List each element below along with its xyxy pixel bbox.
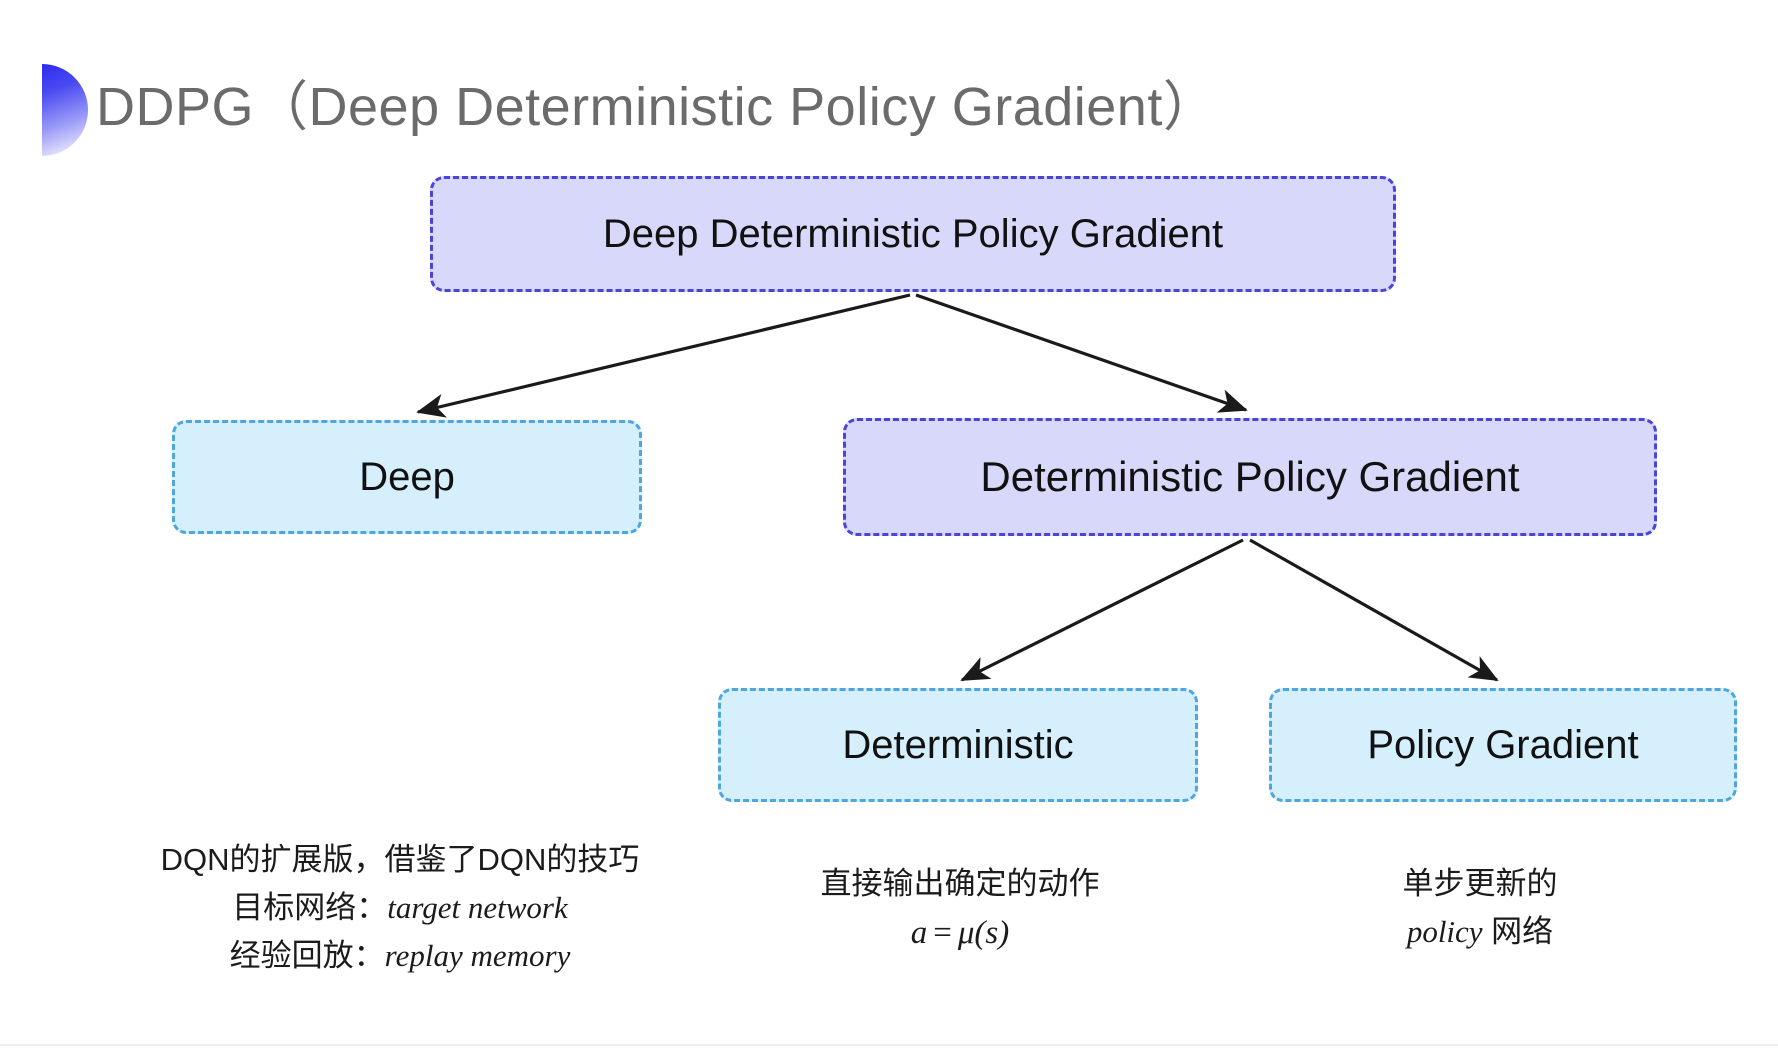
edge-dpg-to-policy-gradient — [1249, 538, 1499, 682]
annotation-deep-line3: 经验回放：replay memory — [100, 932, 700, 980]
equation-rhs: μ(s) — [957, 915, 1010, 952]
annotation-policy-gradient-term: policy — [1406, 914, 1483, 950]
annotation-deterministic: 直接输出确定的动作 a=μ(s) — [730, 860, 1190, 959]
gradient-semicircle-bullet-icon — [42, 64, 88, 156]
tree-node-policy-gradient[interactable]: Policy Gradient — [1269, 688, 1737, 802]
annotation-deterministic-line1: 直接输出确定的动作 — [820, 866, 1100, 901]
slide-bottom-divider — [0, 1044, 1778, 1056]
annotation-deep-line1: DQN的扩展版，借鉴了DQN的技巧 — [160, 842, 640, 877]
annotation-deep-line2-term: target network — [387, 890, 568, 926]
annotation-deep-line2: 目标网络：target network — [100, 884, 700, 932]
equation-lhs: a — [910, 915, 928, 952]
annotation-policy-gradient-suffix: 网络 — [1482, 914, 1554, 950]
edge-root-to-deep — [416, 293, 911, 418]
tree-node-deterministic-policy-gradient[interactable]: Deterministic Policy Gradient — [843, 418, 1657, 536]
tree-node-deep[interactable]: Deep — [172, 420, 642, 534]
annotation-policy-gradient-line2: policy 网络 — [1290, 908, 1670, 956]
tree-node-root[interactable]: Deep Deterministic Policy Gradient — [430, 176, 1396, 292]
edge-root-to-dpg — [915, 293, 1248, 413]
annotation-deep-line3-label: 经验回放： — [229, 938, 385, 974]
tree-node-deterministic[interactable]: Deterministic — [718, 688, 1198, 802]
annotation-deep-line3-term: replay memory — [384, 938, 571, 974]
annotation-policy-gradient: 单步更新的 policy 网络 — [1290, 860, 1670, 956]
equation-operator: = — [933, 915, 952, 952]
annotation-deterministic-equation: a=μ(s) — [730, 908, 1190, 959]
annotation-deep: DQN的扩展版，借鉴了DQN的技巧 目标网络：target network 经验… — [100, 836, 700, 980]
annotation-policy-gradient-line1: 单步更新的 — [1402, 866, 1558, 901]
annotation-deep-line2-label: 目标网络： — [232, 890, 388, 926]
edge-dpg-to-deterministic — [960, 538, 1244, 682]
page-title: DDPG（Deep Deterministic Policy Gradient） — [96, 77, 1218, 137]
